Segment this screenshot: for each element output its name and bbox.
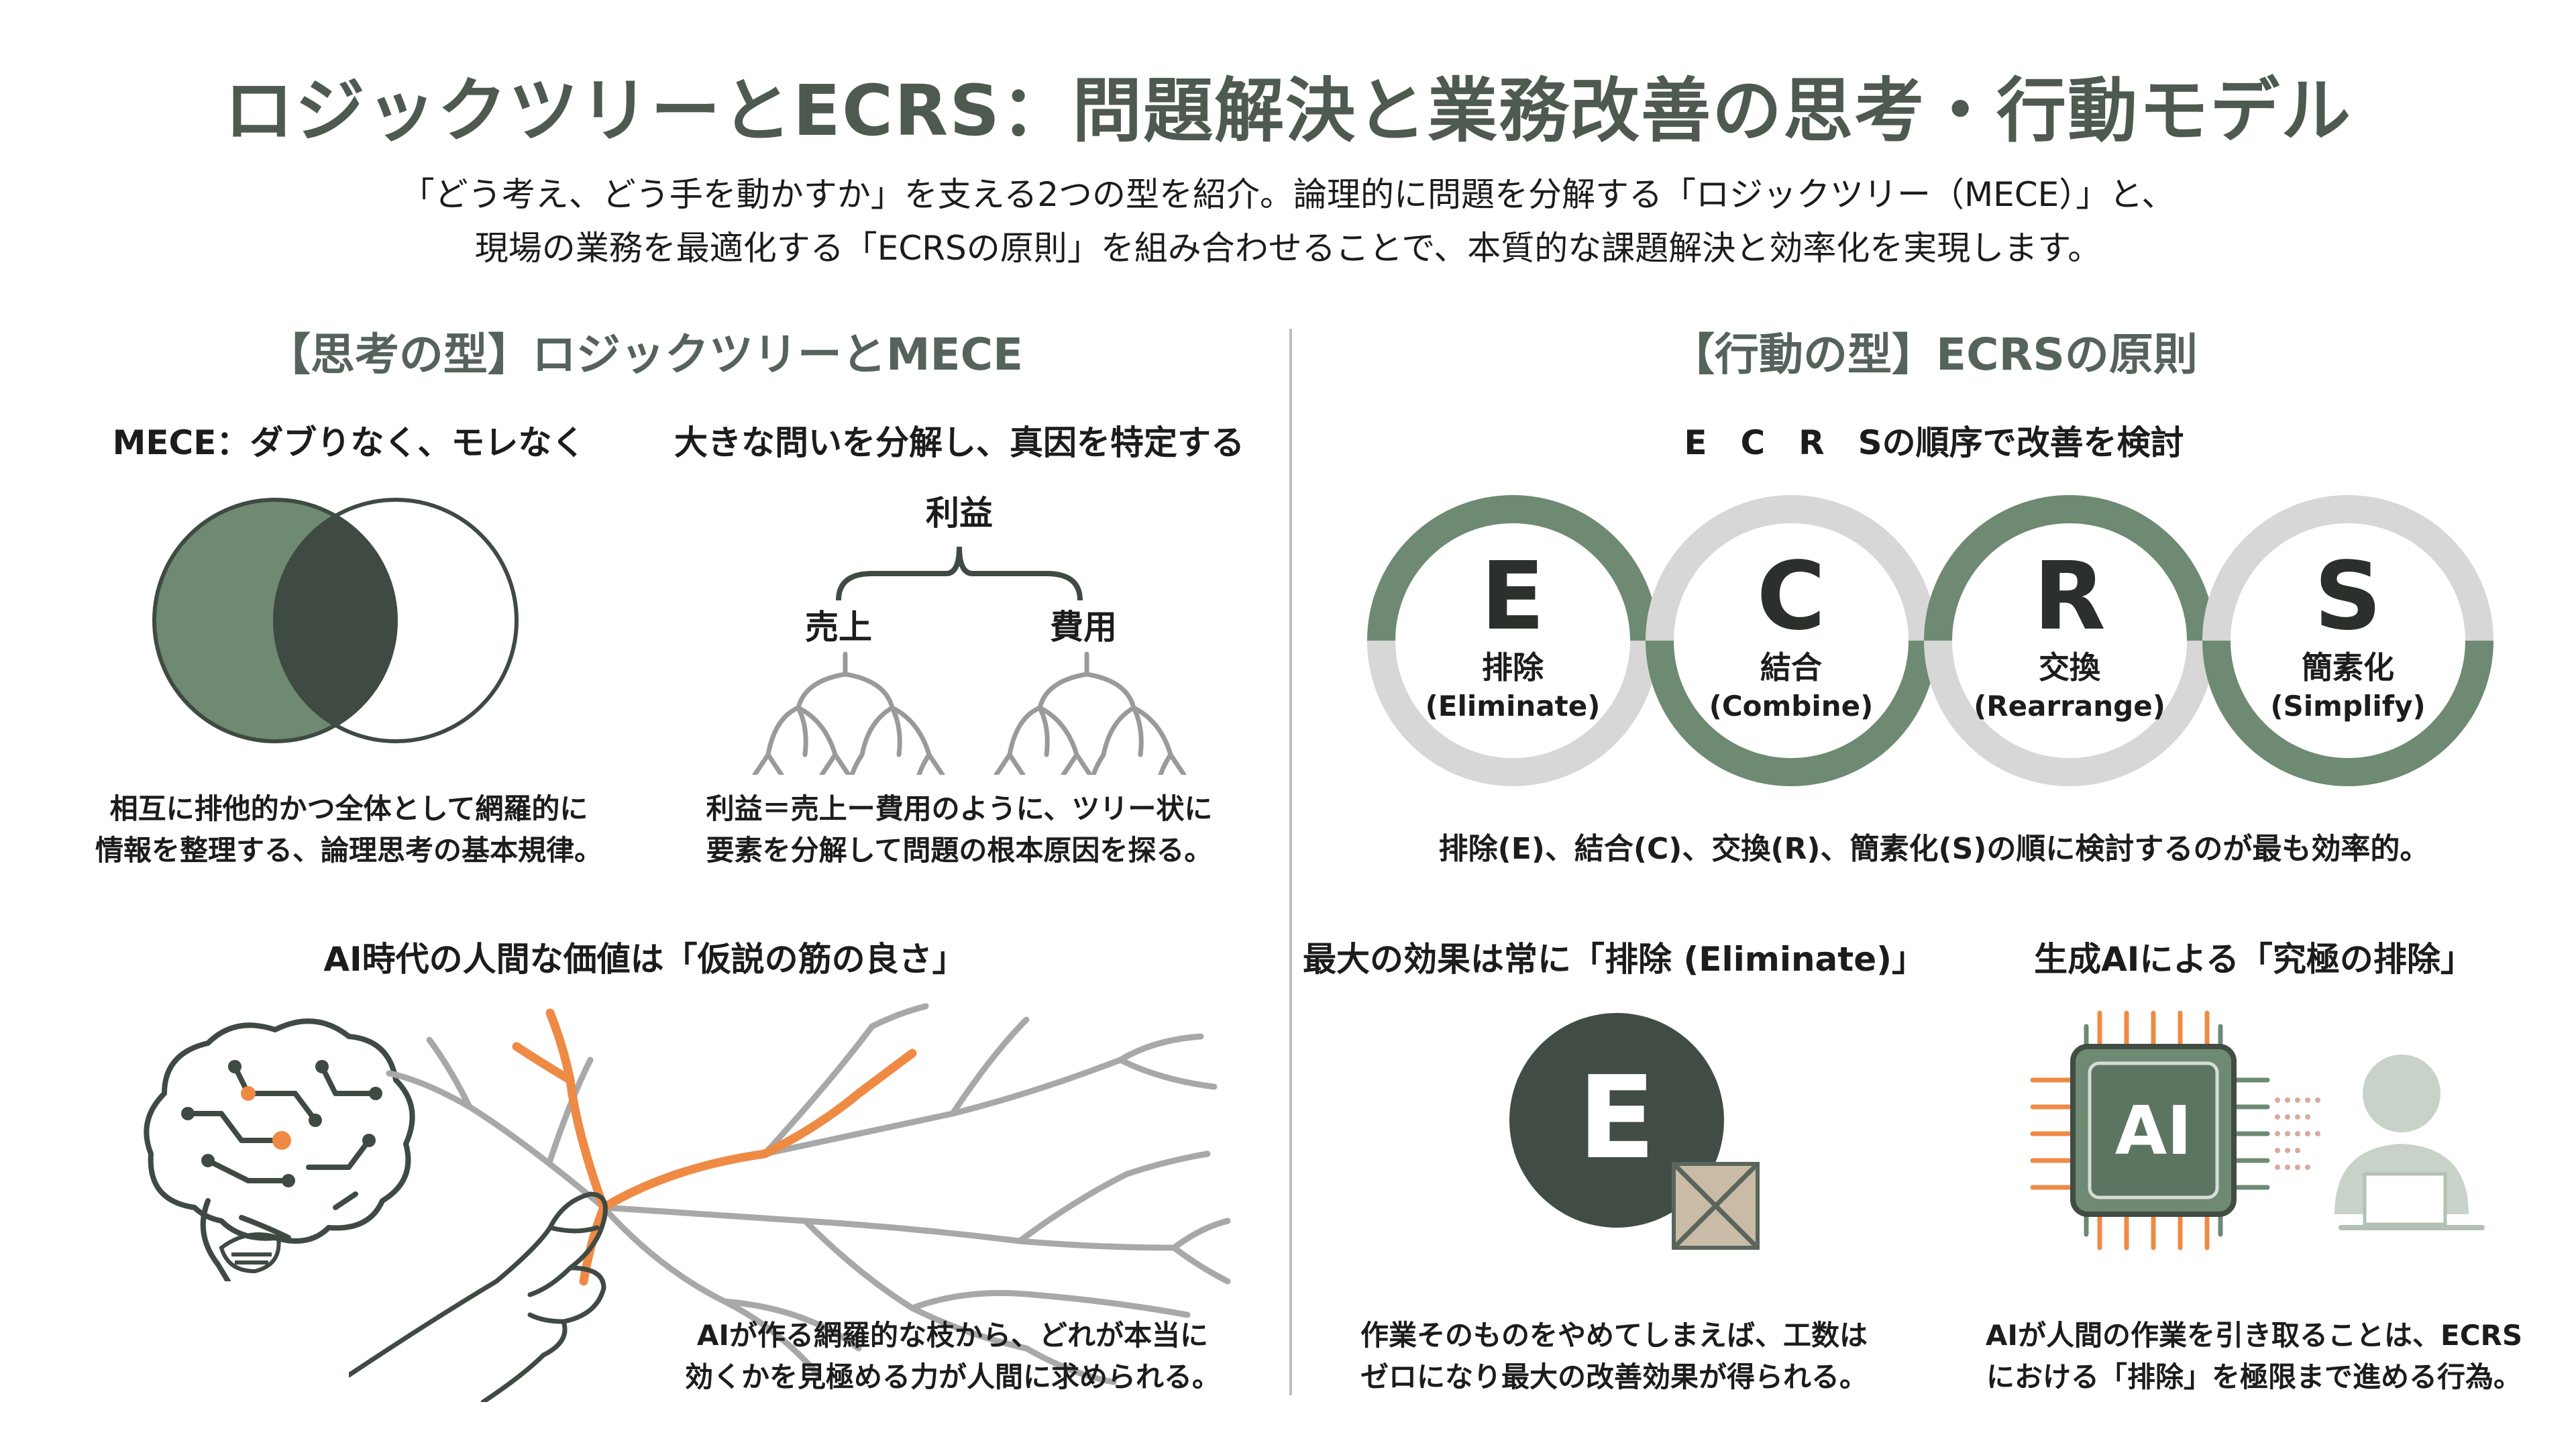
brain-circuit-icon [144,1018,415,1281]
mece-venn-diagram [152,498,519,743]
ecrs-letter-e: E [1481,542,1545,651]
data-transfer-dots [2275,1097,2320,1170]
left-subtree [752,651,945,775]
right-section-title: 【行動の型】ECRSの原則 [1670,329,2198,380]
ecrs-circle-e: E 排除 (Eliminate) [1379,547,1647,725]
left-section-title: 【思考の型】ロジックツリーとMECE [266,329,1024,380]
chip-label: AI [2115,1091,2192,1170]
subtitle-line-1: 「どう考え、どう手を動かすか」を支える2つの型を紹介。論理的に問題を分解する「ロ… [400,175,2176,214]
brain-highlight-node [272,1131,291,1150]
ai-value-description: AIが作る網羅的な枝から、どれが本当に 効くかを見極める力が人間に求められる。 [644,1315,1261,1398]
tree-brace [836,546,1083,601]
ai-value-heading: AI時代の人間な価値は「仮説の筋の良さ」 [323,940,966,979]
tree-heading: 大きな問いを分解し、真因を特定する [674,423,1244,462]
ecrs-en-c: (Combine) [1709,690,1874,722]
venn-right-circle [273,498,519,743]
eliminate-description: 作業そのものをやめてしまえば、工数は ゼロになり最大の改善効果が得られる。 [1292,1315,1936,1398]
mece-desc-line-1: 相互に排他的かつ全体として網羅的に [109,792,588,825]
eliminate-badge-graphic: E [1509,1013,1760,1250]
ecrs-en-e: (Eliminate) [1425,690,1601,722]
eliminate-circle [1509,1013,1724,1228]
ecrs-circle-r: R 交換 (Rearrange) [1935,547,2204,725]
section-divider [1289,329,1292,1395]
ecrs-letter-c: C [1756,542,1826,651]
tree-left-branch-label: 売上 [805,608,872,647]
mece-heading: MECE：ダブりなく、モレなく [112,423,586,462]
ai-chip-illustration: AI [2030,1010,2485,1250]
ecrs-name-c: 結合 [1760,649,1822,686]
person-at-laptop-icon [2334,1055,2485,1230]
right-subtree [994,651,1187,775]
mece-description: 相互に排他的かつ全体として網羅的に 情報を整理する、論理思考の基本規律。 [40,788,657,871]
tree-description: 利益＝売上ー費用のように、ツリー状に 要素を分解して問題の根本原因を探る。 [644,788,1275,871]
eliminate-heading: 最大の効果は常に「排除 (Eliminate)」 [1303,940,1925,979]
tree-desc-line-1: 利益＝売上ー費用のように、ツリー状に [706,792,1213,825]
ecrs-name-e: 排除 [1482,649,1544,686]
mece-desc-line-2: 情報を整理する、論理思考の基本規律。 [95,834,602,867]
ai-value-desc-line-1: AIが作る網羅的な枝から、どれが本当に [696,1319,1209,1352]
subtitle-line-2: 現場の業務を最適化する「ECRSの原則」を組み合わせることで、本質的な課題解決と… [474,229,2102,268]
tree-desc-line-2: 要素を分解して問題の根本原因を探る。 [706,834,1213,867]
ecrs-name-s: 簡素化 [2302,649,2394,686]
ai-value-desc-line-2: 効くかを見極める力が人間に求められる。 [684,1360,1220,1393]
ecrs-circle-c: C 結合 (Combine) [1657,547,1925,725]
genai-desc-line-2: における「排除」を極限まで進める行為。 [1986,1360,2522,1393]
genai-description: AIが人間の作業を引き取ることは、ECRS における「排除」を極限まで進める行為… [1932,1315,2576,1398]
eliminate-letter: E [1578,1052,1656,1185]
ring-c-arc [1646,640,1937,786]
branch-selection-illustration [349,1003,1231,1402]
chip-pins-green [2084,1024,2270,1237]
chip-core [2088,1061,2219,1199]
ring-s-arc [2202,640,2493,786]
ecrs-circle-s: S 簡素化 (Simplify) [2214,547,2482,725]
venn-overlap [275,500,396,741]
tree-right-branch-label: 費用 [1050,608,1117,647]
ecrs-name-r: 交換 [2039,649,2100,686]
eliminate-desc-line-1: 作業そのものをやめてしまえば、工数は [1360,1319,1868,1352]
ecrs-order-description: 排除(E)、結合(C)、交換(R)、簡素化(S)の順に検討するのが最も効率的。 [1438,832,2430,866]
ecrs-en-r: (Rearrange) [1974,690,2165,722]
gray-branches [386,1003,1231,1385]
hand-outline [349,1191,608,1402]
ecrs-letter-r: R [2033,542,2106,651]
ecrs-en-s: (Simplify) [2270,690,2426,722]
tree-root-label: 利益 [926,494,993,533]
genai-heading: 生成AIによる「究極の排除」 [2034,940,2474,979]
page-title: ロジックツリーとECRS：問題解決と業務改善の思考・行動モデル [223,70,2353,152]
ring-r-arc [1924,495,2215,641]
ecrs-circle-chain [1367,495,2493,786]
chip-pins-orange [2030,1010,2210,1250]
eliminate-desc-line-2: ゼロになり最大の改善効果が得られる。 [1360,1360,1868,1393]
genai-desc-line-1: AIが人間の作業を引き取ることは、ECRS [1985,1319,2523,1352]
cross-x-icon [1672,1162,1760,1250]
ecrs-letter-s: S [2314,542,2382,651]
ring-e-arc [1367,495,1658,641]
ecrs-order-heading: E C R Sの順序で改善を検討 [1684,423,2184,462]
logic-tree-diagram [752,546,1187,775]
highlighted-branch [512,1008,917,1286]
